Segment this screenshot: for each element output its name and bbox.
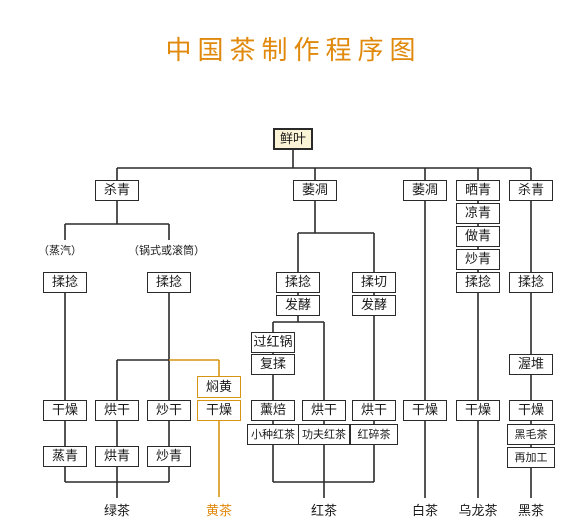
category-red-tea: 红茶	[310, 504, 338, 519]
node-red-broken: 红碎茶	[350, 424, 398, 445]
node-dark-reprocess: 再加工	[507, 447, 555, 468]
node-yellow-dry: 干燥	[197, 400, 241, 421]
category-dark-tea: 黑茶	[517, 504, 545, 519]
node-red-ferment-2: 发酵	[352, 295, 396, 316]
node-red-reknead: 复揉	[251, 354, 295, 375]
node-bake-green: 烘青	[95, 446, 139, 467]
node-dark-pile: 渥堆	[509, 354, 553, 375]
node-oolong-cool: 凉青	[456, 203, 500, 224]
node-green-kill: 杀青	[95, 180, 139, 201]
category-white-tea: 白茶	[411, 504, 439, 519]
node-white-dry: 干燥	[403, 400, 447, 421]
node-fry-green: 炒青	[147, 446, 191, 467]
node-red-kungfu: 功夫红茶	[298, 424, 350, 445]
node-oolong-fry: 炒青	[456, 249, 500, 270]
node-red-pot: 过红锅	[251, 332, 295, 353]
node-red-bake-2: 烘干	[352, 400, 396, 421]
node-red-ferment: 发酵	[276, 295, 320, 316]
node-oolong-knead: 揉捻	[456, 272, 500, 293]
node-dark-knead: 揉捻	[509, 272, 553, 293]
node-green-fry: 炒干	[147, 400, 191, 421]
node-dark-kill: 杀青	[509, 180, 553, 201]
node-oolong-dry: 干燥	[456, 400, 500, 421]
category-oolong-tea: 乌龙茶	[458, 504, 498, 519]
node-green-bake: 烘干	[95, 400, 139, 421]
category-yellow-tea: 黄茶	[205, 504, 233, 519]
node-red-souchong: 小种红茶	[247, 424, 299, 445]
node-red-wither: 萎凋	[293, 180, 337, 201]
node-dark-maocha: 黑毛茶	[507, 424, 555, 445]
node-red-smoke: 薰焙	[251, 400, 295, 421]
node-yellow-smother: 焖黄	[197, 376, 241, 398]
node-red-cut: 揉切	[352, 272, 396, 293]
node-oolong-sun: 晒青	[456, 180, 500, 201]
note-pan: （锅式或滚筒）	[128, 244, 205, 257]
node-oolong-shake: 做青	[456, 226, 500, 247]
node-dark-dry: 干燥	[509, 400, 553, 421]
note-steam: （蒸汽）	[38, 244, 82, 257]
node-green-knead-1: 揉捻	[43, 272, 87, 293]
node-red-knead: 揉捻	[276, 272, 320, 293]
node-white-wither: 萎凋	[403, 180, 447, 201]
node-green-dry: 干燥	[43, 400, 87, 421]
node-green-knead-2: 揉捻	[147, 272, 191, 293]
node-steam-green: 蒸青	[43, 446, 87, 467]
node-red-bake: 烘干	[302, 400, 346, 421]
node-fresh-leaf: 鲜叶	[273, 128, 313, 150]
category-green-tea: 绿茶	[103, 504, 131, 519]
diagram-title: 中国茶制作程序图	[165, 36, 422, 66]
